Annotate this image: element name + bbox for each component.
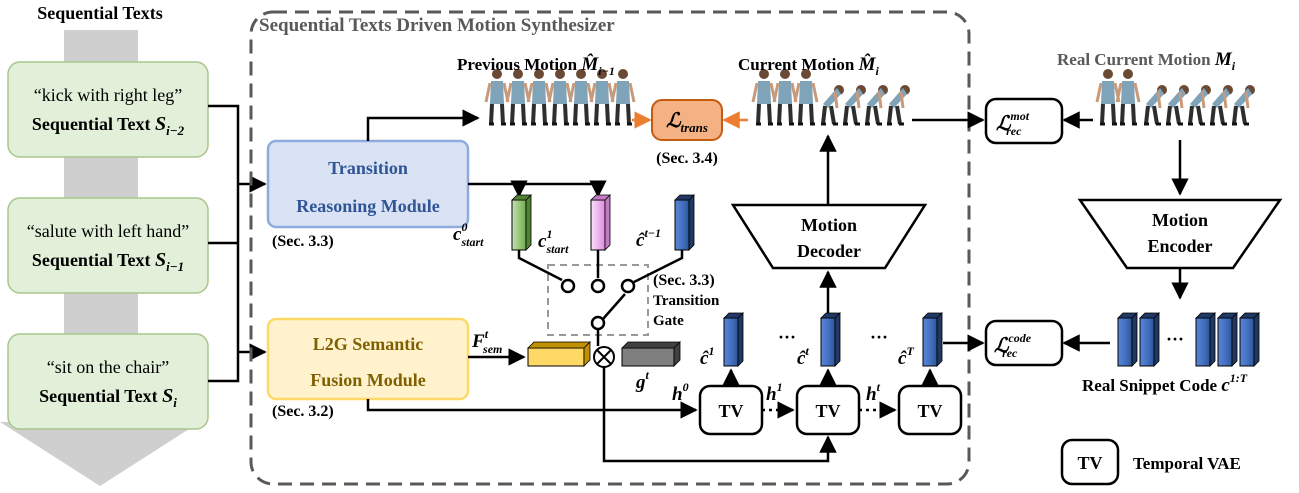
text-quote-1: “kick with right leg”	[34, 85, 182, 105]
svg-text:Real Current Motion Mi: Real Current Motion Mi	[1057, 49, 1236, 73]
tv-box-3: TV	[897, 384, 963, 436]
svg-text:TV: TV	[917, 401, 942, 421]
svg-text:Fusion Module: Fusion Module	[310, 370, 426, 390]
codes-dots-2: ···	[870, 327, 888, 347]
l-trans-box: ℒtrans	[651, 99, 723, 141]
f-sem-feature	[527, 341, 591, 367]
svg-text:Motion: Motion	[1152, 210, 1208, 230]
code-cT	[922, 312, 943, 367]
c-prev-code	[674, 194, 695, 251]
legend-box-label: TV	[1077, 453, 1102, 473]
legend: TV Temporal VAE	[1060, 438, 1241, 486]
current-motion-sequence	[751, 67, 912, 126]
ht-label: ht	[866, 380, 881, 405]
synthesizer-frame: Sequential Texts Driven Motion Synthesiz…	[249, 10, 971, 486]
l2g-semantic-fusion-module: L2G Semantic Fusion Module	[266, 317, 470, 401]
synth-title: Sequential Texts Driven Motion Synthesiz…	[259, 15, 615, 36]
snippet-dots: ···	[1166, 329, 1184, 349]
c-start1-code	[590, 194, 611, 251]
text-box-2: “salute with left hand” Sequential Text …	[7, 197, 209, 294]
codes-dots-1: ···	[778, 327, 796, 347]
curr-motion-label: Current Motion	[738, 55, 859, 74]
real-snippet-codes	[1117, 312, 1260, 367]
left-panel-title: Sequential Texts	[37, 3, 163, 23]
text-connectors	[208, 104, 267, 383]
svg-text:TV: TV	[718, 401, 743, 421]
svg-text:Decoder: Decoder	[797, 241, 861, 261]
svg-text:L2G Semantic: L2G Semantic	[313, 334, 424, 354]
transition-reasoning-module: Transition Reasoning Module	[266, 139, 470, 229]
ct-label: ĉt	[797, 344, 809, 369]
cT-label: ĉT	[898, 344, 914, 369]
left-panel: Sequential Texts “kick with right leg” S…	[0, 3, 267, 486]
svg-text:Sequential Text Si−1: Sequential Text Si−1	[32, 249, 184, 274]
text-quote-2: “salute with left hand”	[27, 221, 189, 241]
h1-label: h1	[766, 380, 783, 405]
text-label-1: Sequential Text	[32, 114, 155, 134]
svg-text:Encoder: Encoder	[1148, 236, 1213, 256]
svg-text:Transition: Transition	[328, 158, 408, 178]
tv-box-2: TV	[795, 384, 861, 436]
c-prev-label: ĉt−1	[636, 226, 661, 251]
text-label-3: Sequential Text	[39, 386, 162, 406]
gate-ref: (Sec. 3.3)	[653, 272, 715, 289]
svg-text:Motion: Motion	[801, 215, 857, 235]
tv-box-1: TV	[698, 384, 764, 436]
svg-text:Sequential Text Si−2: Sequential Text Si−2	[32, 113, 185, 138]
svg-text:Current Motion M̂i: Current Motion M̂i	[738, 54, 879, 78]
text-label-2: Sequential Text	[32, 250, 155, 270]
legend-label: Temporal VAE	[1133, 454, 1241, 473]
svg-text:Sequential Text Si: Sequential Text Si	[39, 385, 177, 410]
real-motion-label: Real Current Motion	[1057, 50, 1215, 69]
prev-motion-label: Previous Motion	[457, 55, 581, 74]
gate-label-2: Gate	[653, 313, 684, 329]
code-c1	[723, 312, 744, 367]
transition-connectors	[366, 109, 607, 198]
text-box-3: “sit on the chair” Sequential Text Si	[7, 333, 209, 430]
h0-label: h0	[672, 380, 689, 405]
gate-label-1: Transition	[653, 293, 720, 309]
text-box-1: “kick with right leg” Sequential Text Si…	[7, 61, 209, 158]
transition-gate	[517, 250, 684, 342]
transition-ref: (Sec. 3.3)	[272, 233, 334, 250]
svg-text:Reasoning Module: Reasoning Module	[296, 196, 440, 216]
motion-encoder: Motion Encoder	[1077, 198, 1283, 270]
l-trans-ref: (Sec. 3.4)	[656, 150, 718, 167]
c1-label: ĉ1	[700, 344, 714, 369]
snippet-label: Real Snippet Code	[1082, 376, 1221, 395]
code-ct	[820, 312, 841, 367]
l2g-ref: (Sec. 3.2)	[272, 403, 334, 420]
motion-decoder: Motion Decoder	[730, 203, 928, 270]
g-feature	[621, 341, 681, 367]
real-motion-sequence	[1095, 67, 1257, 126]
svg-text:Previous Motion M̂i−1: Previous Motion M̂i−1	[457, 54, 615, 78]
svg-text:ℒtrans: ℒtrans	[666, 110, 708, 135]
c-start0-code	[511, 194, 532, 251]
svg-text:Real Snippet Code c1:T: Real Snippet Code c1:T	[1082, 371, 1248, 396]
otimes-operator	[593, 346, 615, 368]
g-label: gt	[635, 368, 650, 393]
text-quote-3: “sit on the chair”	[47, 357, 169, 377]
svg-text:TV: TV	[815, 401, 840, 421]
